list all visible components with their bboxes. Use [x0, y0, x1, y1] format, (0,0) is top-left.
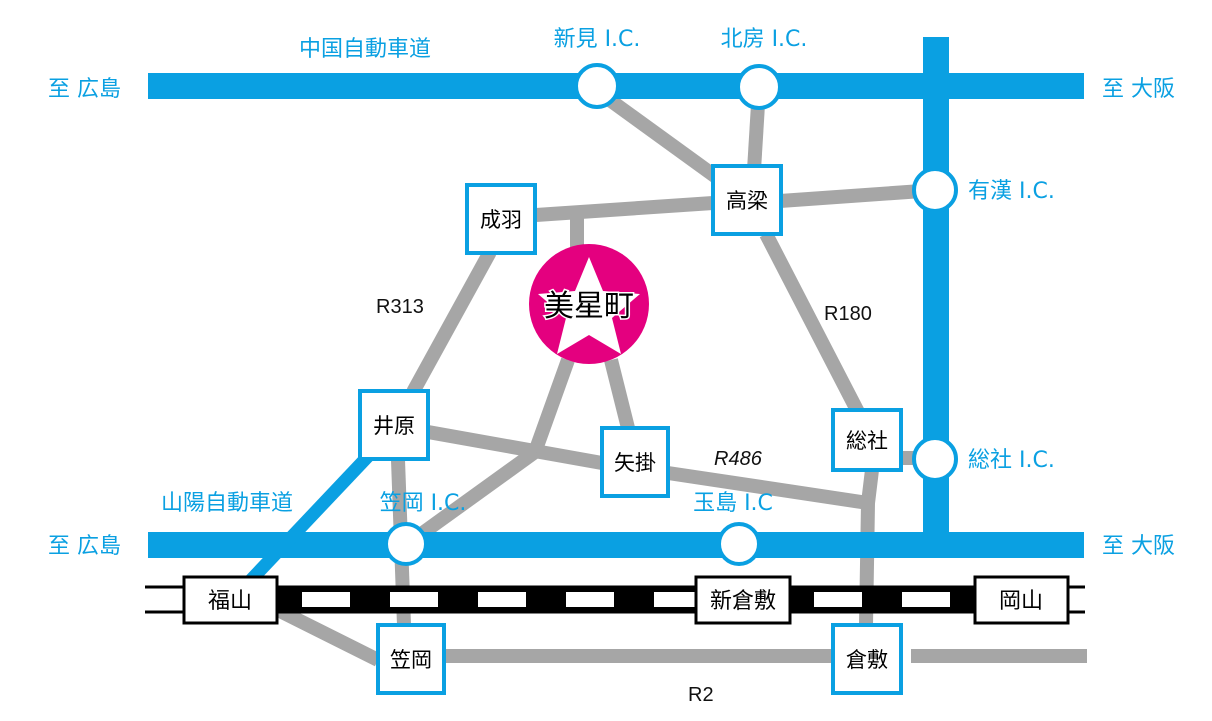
road-fukuyama-kasaoka — [274, 603, 382, 667]
railway-tie — [390, 592, 438, 607]
local-roads — [274, 84, 1087, 667]
kasaoka-ic-label: 笠岡 I.C. — [380, 491, 467, 516]
railway-tie — [654, 592, 702, 607]
station-shinkurashiki-label: 新倉敷 — [710, 589, 776, 614]
chugoku-east-destination: 至 大阪 — [1102, 77, 1175, 102]
tamashima-ic-marker[interactable] — [717, 522, 761, 566]
town-takahashi[interactable]: 高梁 — [711, 164, 783, 236]
soja-ic-label: 総社 I.C. — [968, 448, 1055, 473]
chugoku-expressway-label: 中国自動車道 — [299, 37, 431, 62]
town-kurashiki[interactable]: 倉敷 — [831, 623, 903, 695]
road-r180 — [759, 230, 865, 416]
station-shinkurashiki[interactable]: 新倉敷 — [694, 575, 792, 625]
road-soja-kurashiki — [859, 469, 879, 626]
interchange-labels: 新見 I.C. 北房 I.C. 有漢 I.C. 総社 I.C. 笠岡 I.C. … — [380, 27, 1055, 516]
niimi-ic-label: 新見 I.C. — [554, 27, 641, 52]
station-okayama-label: 岡山 — [999, 589, 1043, 614]
railway — [145, 585, 1085, 614]
road-junction-kasaoka — [408, 446, 540, 546]
kasaoka-ic-marker[interactable] — [384, 522, 428, 566]
town-yakage-label: 矢掛 — [614, 451, 656, 475]
soja-ic-marker[interactable] — [912, 436, 958, 482]
town-ibara-label: 井原 — [373, 414, 415, 438]
town-nariwa[interactable]: 成羽 — [465, 183, 537, 255]
expressway-labels: 中国自動車道 至 広島 至 大阪 山陽自動車道 至 広島 至 大阪 — [48, 37, 1175, 559]
route-r2-label: R2 — [688, 684, 714, 706]
railway-ties — [302, 592, 950, 607]
road-takahashi-ukan — [779, 183, 937, 208]
road-r486-west — [426, 425, 604, 470]
destination-label: 美星町 — [544, 289, 634, 324]
chugoku-west-destination: 至 広島 — [48, 77, 121, 102]
sanyo-west-destination: 至 広島 — [48, 534, 121, 559]
route-r313-label: R313 — [376, 296, 424, 318]
railway-tie — [478, 592, 526, 607]
town-nariwa-label: 成羽 — [480, 208, 522, 232]
town-takahashi-label: 高梁 — [726, 189, 768, 213]
hokubo-ic-label: 北房 I.C. — [721, 27, 808, 52]
road-nariwa-takahashi — [535, 196, 714, 222]
stations: 福山 新倉敷 岡山 — [182, 575, 1070, 625]
town-ibara[interactable]: 井原 — [358, 389, 430, 461]
route-r486-label: R486 — [714, 448, 763, 470]
interchanges — [384, 63, 958, 566]
tamashima-ic-label: 玉島 I.C — [693, 491, 773, 516]
ukan-ic-label: 有漢 I.C. — [968, 179, 1055, 204]
ukan-ic-marker[interactable] — [912, 167, 958, 213]
railway-tie — [566, 592, 614, 607]
station-fukuyama[interactable]: 福山 — [182, 575, 279, 625]
road-bisei-kasaoka — [528, 357, 575, 455]
station-okayama[interactable]: 岡山 — [973, 575, 1070, 625]
railway-tie — [302, 592, 350, 607]
sanyo-expressway-branch — [227, 447, 377, 605]
town-soja[interactable]: 総社 — [831, 408, 903, 472]
town-kurashiki-label: 倉敷 — [846, 648, 888, 672]
towns: 成羽 高梁 井原 矢掛 総社 笠岡 倉敷 — [358, 164, 903, 695]
star-icon — [538, 257, 640, 354]
hokubo-ic-marker[interactable] — [736, 64, 782, 110]
sanyo-expressway-label: 山陽自動車道 — [161, 491, 293, 516]
town-yakage[interactable]: 矢掛 — [600, 426, 670, 498]
railway-tie — [814, 592, 862, 607]
town-kasaoka[interactable]: 笠岡 — [376, 623, 446, 695]
road-r313 — [406, 248, 497, 396]
destination-bisei[interactable]: 美星町 — [529, 244, 649, 364]
road-r486-east — [666, 466, 870, 510]
niimi-ic-marker[interactable] — [574, 63, 620, 109]
station-fukuyama-label: 福山 — [208, 589, 252, 614]
sanyo-east-destination: 至 大阪 — [1102, 534, 1175, 559]
route-r180-label: R180 — [824, 303, 872, 325]
railway-track — [270, 587, 980, 612]
town-soja-label: 総社 — [846, 429, 888, 453]
town-kasaoka-label: 笠岡 — [390, 648, 432, 672]
road-bisei-yakage — [604, 358, 635, 430]
railway-tie — [902, 592, 950, 607]
route-labels: R313 R180 R486 R2 — [376, 296, 872, 706]
